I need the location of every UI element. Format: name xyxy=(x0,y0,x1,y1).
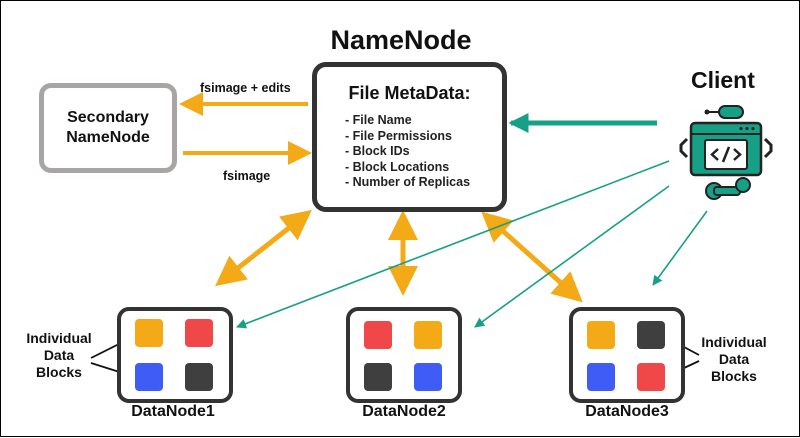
fsimage-edits-label: fsimage + edits xyxy=(200,81,291,95)
client-code-window-icon xyxy=(679,105,773,200)
namenode-datanode3-arrow xyxy=(481,211,583,303)
data-block-orange xyxy=(414,321,442,349)
data-block-dark xyxy=(185,363,213,391)
datanode1-label: DataNode1 xyxy=(131,403,215,420)
client-datanode2-arrow xyxy=(474,185,670,328)
secondary-label-line1: Secondary xyxy=(67,109,149,126)
client-title: Client xyxy=(691,67,755,93)
data-block-dark xyxy=(637,321,665,349)
secondary-label-line2: NameNode xyxy=(66,129,150,146)
data-block-red xyxy=(637,363,665,391)
datanode3-label: DataNode3 xyxy=(585,403,669,420)
secondary-namenode-box: Secondary NameNode xyxy=(39,83,177,173)
block-label-line: Blocks xyxy=(711,368,757,384)
data-block-orange xyxy=(135,319,163,347)
data-block-orange xyxy=(587,321,615,349)
diagram-title: NameNode xyxy=(330,25,472,55)
block-label-line: Blocks xyxy=(36,364,82,380)
metadata-item: - File Permissions xyxy=(345,128,452,143)
file-metadata-heading: File MetaData: xyxy=(348,83,471,103)
data-block-blue xyxy=(414,363,442,391)
client-datanode1-arrow xyxy=(236,160,670,329)
metadata-item: - Block Locations xyxy=(345,159,450,174)
data-block-blue xyxy=(587,363,615,391)
block-label-line: Individual xyxy=(26,330,92,346)
metadata-item: - Block IDs xyxy=(345,144,410,159)
individual-data-blocks-label-right: Individual Data Blocks xyxy=(689,334,779,385)
datanode1-box xyxy=(117,307,233,403)
data-block-blue xyxy=(135,363,163,391)
datanode2-box xyxy=(346,307,462,403)
data-block-red xyxy=(364,321,392,349)
datanode2-label: DataNode2 xyxy=(362,403,446,420)
fsimage-label: fsimage xyxy=(223,169,271,183)
metadata-item: - File Name xyxy=(345,113,412,127)
client-datanode3-arrow xyxy=(652,210,708,286)
individual-data-blocks-label-left: Individual Data Blocks xyxy=(14,330,104,381)
namenode-box: File MetaData: - File Name - File Permis… xyxy=(312,62,507,212)
data-block-dark xyxy=(364,363,392,391)
data-block-red xyxy=(185,319,213,347)
block-label-line: Individual xyxy=(701,334,767,350)
block-label-line: Data xyxy=(43,347,75,363)
datanode3-box xyxy=(569,307,685,403)
metadata-item: - Number of Replicas xyxy=(345,175,471,190)
block-label-line: Data xyxy=(718,351,750,367)
namenode-datanode1-arrow xyxy=(215,209,312,287)
metadata-list: - File Name - File Permissions - Block I… xyxy=(345,113,470,191)
